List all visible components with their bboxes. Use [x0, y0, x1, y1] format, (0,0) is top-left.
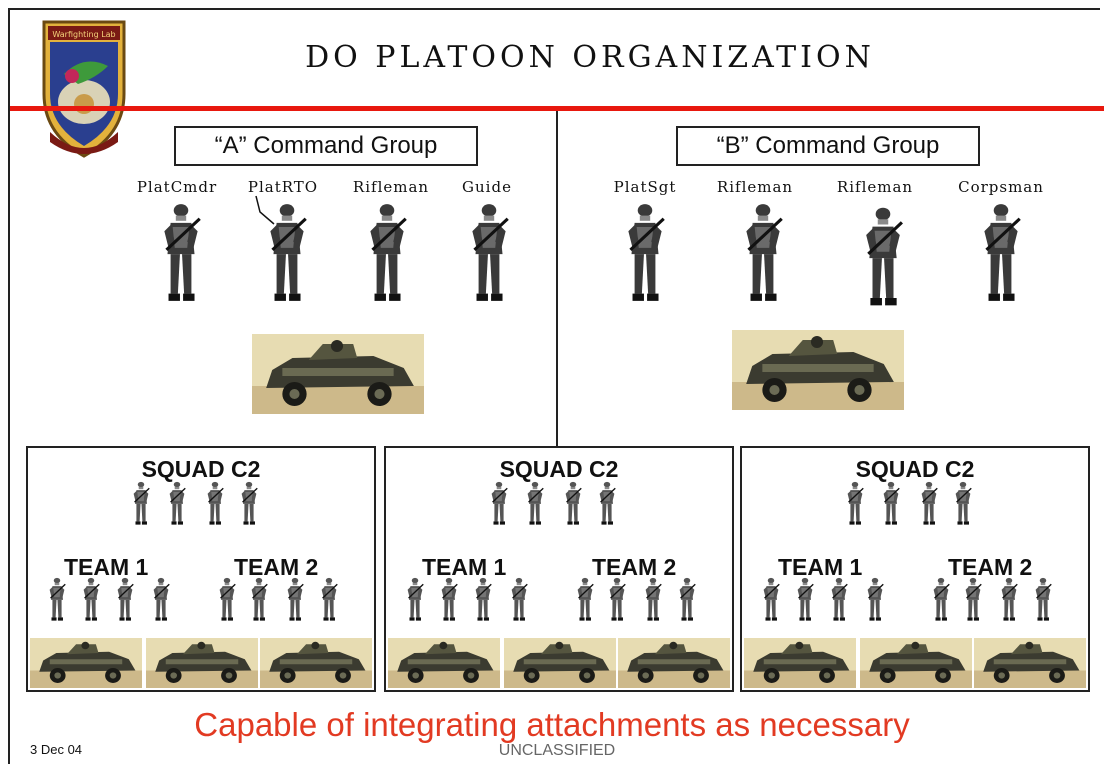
soldier-icon — [998, 576, 1020, 627]
soldier-icon — [794, 576, 816, 627]
soldier-icon — [952, 480, 974, 531]
soldier-icon — [318, 576, 340, 627]
soldier-icon — [284, 576, 306, 627]
soldier-icon — [742, 200, 784, 309]
soldier-icon — [574, 576, 596, 627]
soldier-icon — [238, 480, 260, 531]
soldier-icon — [524, 480, 546, 531]
soldier-icon — [562, 480, 584, 531]
soldier-icon — [676, 576, 698, 627]
soldier-icon — [150, 576, 172, 627]
soldier-icon — [266, 200, 308, 309]
humvee-icon — [860, 638, 972, 693]
soldier-icon — [596, 480, 618, 531]
role-label: Rifleman — [352, 178, 430, 196]
soldier-icon — [930, 576, 952, 627]
classification-marking: UNCLASSIFIED — [498, 742, 616, 759]
humvee-icon — [974, 638, 1086, 693]
team-label: TEAM 1 — [64, 554, 149, 580]
team-label: TEAM 2 — [592, 554, 677, 580]
role-label: Corpsman — [958, 178, 1044, 196]
role-label: Rifleman — [716, 178, 794, 196]
soldier-icon — [962, 576, 984, 627]
role-label: Guide — [462, 178, 512, 196]
soldier-icon — [508, 576, 530, 627]
soldier-icon — [488, 480, 510, 531]
team-label: TEAM 1 — [778, 554, 863, 580]
soldier-icon — [918, 480, 940, 531]
warfighting-lab-crest-icon: Warfighting Lab — [42, 20, 126, 158]
soldier-icon — [166, 480, 188, 531]
humvee-icon — [732, 330, 904, 415]
soldier-icon — [844, 480, 866, 531]
humvee-icon — [260, 638, 372, 693]
soldier-icon — [642, 576, 664, 627]
role-label: Rifleman — [836, 178, 914, 196]
a-command-group-label: “A” Command Group — [174, 126, 478, 166]
squad-title: SQUAD C2 — [499, 456, 619, 482]
squad-title: SQUAD C2 — [141, 456, 261, 482]
squad-title: SQUAD C2 — [855, 456, 975, 482]
soldier-icon — [828, 576, 850, 627]
title-divider — [10, 106, 1104, 111]
soldier-icon — [1032, 576, 1054, 627]
soldier-icon — [880, 480, 902, 531]
group-divider — [556, 111, 558, 447]
humvee-icon — [30, 638, 142, 693]
soldier-icon — [248, 576, 270, 627]
soldier-icon — [760, 576, 782, 627]
humvee-icon — [504, 638, 616, 693]
soldier-icon — [80, 576, 102, 627]
soldier-icon — [606, 576, 628, 627]
squad-box: SQUAD C2 TEAM 1 TEAM 2 — [26, 446, 376, 692]
b-command-group-label: “B” Command Group — [676, 126, 980, 166]
squad-box: SQUAD C2 TEAM 1 TEAM 2 — [740, 446, 1090, 692]
soldier-icon — [862, 200, 904, 317]
humvee-icon — [618, 638, 730, 693]
soldier-icon — [130, 480, 152, 531]
soldier-icon — [216, 576, 238, 627]
team-label: TEAM 2 — [234, 554, 319, 580]
role-label: PlatRTO — [247, 178, 319, 196]
slide-title: DO PLATOON ORGANIZATION — [305, 40, 875, 75]
role-label: PlatCmdr — [136, 178, 218, 196]
team-label: TEAM 1 — [422, 554, 507, 580]
humvee-icon — [388, 638, 500, 693]
tagline: Capable of integrating attachments as ne… — [194, 706, 910, 743]
soldier-icon — [468, 200, 510, 309]
soldier-icon — [980, 200, 1022, 309]
soldier-icon — [46, 576, 68, 627]
soldier-icon — [204, 480, 226, 531]
humvee-icon — [146, 638, 258, 693]
soldier-icon — [864, 576, 886, 627]
soldier-icon — [114, 576, 136, 627]
soldier-icon — [624, 200, 666, 309]
squad-box: SQUAD C2 TEAM 1 TEAM 2 — [384, 446, 734, 692]
crest-banner-text: Warfighting Lab — [52, 30, 115, 39]
team-label: TEAM 2 — [948, 554, 1033, 580]
soldier-icon — [160, 200, 202, 309]
humvee-icon — [744, 638, 856, 693]
humvee-icon — [252, 334, 424, 419]
soldier-icon — [366, 200, 408, 309]
footer-date: 3 Dec 04 — [30, 742, 83, 757]
slide-frame — [8, 8, 1100, 764]
soldier-icon — [404, 576, 426, 627]
rto-pointer-line — [255, 195, 275, 225]
role-label: PlatSgt — [613, 178, 677, 196]
soldier-icon — [472, 576, 494, 627]
soldier-icon — [438, 576, 460, 627]
